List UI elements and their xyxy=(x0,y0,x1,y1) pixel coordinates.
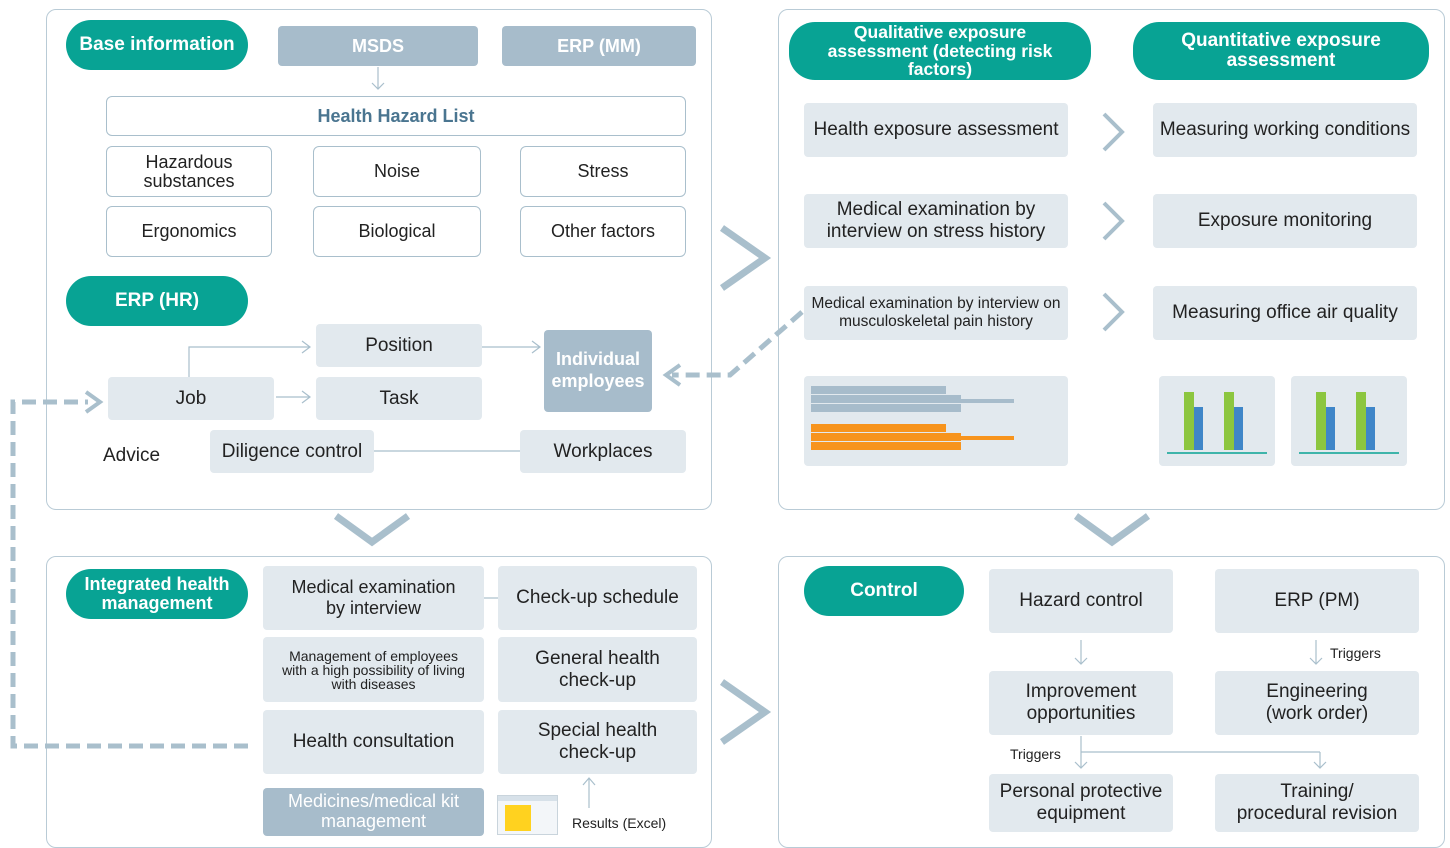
health-hazard-list: Health Hazard List xyxy=(106,96,686,136)
hazard-biological: Biological xyxy=(313,206,481,257)
qualitative-item-musculoskeletal-interview: Medical examination by interview on musc… xyxy=(804,286,1068,340)
medicines-kit-box: Medicines/medical kit management xyxy=(263,788,484,836)
hazard-hazardous-substances: Hazardous substances xyxy=(106,146,272,197)
chevron-down-icon xyxy=(1073,513,1151,547)
improvement-opportunities-box: Improvement opportunities xyxy=(989,671,1173,735)
quantitative-item-working-conditions: Measuring working conditions xyxy=(1153,103,1417,157)
column-chart-thumbnail-2 xyxy=(1291,376,1407,466)
hazard-ergonomics: Ergonomics xyxy=(106,206,272,257)
erp-mm-box: ERP (MM) xyxy=(502,26,696,66)
position-box: Position xyxy=(316,324,482,367)
column-chart-icon xyxy=(1299,392,1399,454)
workplaces-box: Workplaces xyxy=(520,430,686,473)
job-box: Job xyxy=(108,377,274,420)
special-checkup-box: Special health check-up xyxy=(498,710,697,774)
erp-pm-box: ERP (PM) xyxy=(1215,569,1419,633)
health-management-title: Integrated health management xyxy=(66,569,248,619)
individual-employees-box: Individual employees xyxy=(544,330,652,412)
chevron-down-icon xyxy=(333,513,411,547)
triggers-label-right: Triggers xyxy=(1330,645,1381,661)
hazard-noise: Noise xyxy=(313,146,481,197)
excel-file-icon xyxy=(497,795,558,835)
checkup-schedule-box: Check-up schedule xyxy=(498,566,697,630)
bar-chart-thumbnail xyxy=(804,376,1068,466)
hazard-stress: Stress xyxy=(520,146,686,197)
hazard-control-box: Hazard control xyxy=(989,569,1173,633)
control-title: Control xyxy=(804,566,964,616)
chevron-right-icon xyxy=(719,679,772,745)
diligence-control-box: Diligence control xyxy=(210,430,374,473)
column-chart-icon xyxy=(1167,392,1267,454)
high-possibility-box: Management of employees with a high poss… xyxy=(263,637,484,702)
horizontal-bar-chart-icon xyxy=(811,386,1014,450)
qualitative-assessment-title: Qualitative exposure assessment (detecti… xyxy=(789,22,1091,80)
training-revision-box: Training/ procedural revision xyxy=(1215,774,1419,832)
base-information-title: Base information xyxy=(66,20,248,70)
task-box: Task xyxy=(316,377,482,420)
ppe-box: Personal protective equipment xyxy=(989,774,1173,832)
quantitative-assessment-title: Quantitative exposure assessment xyxy=(1133,22,1429,80)
quantitative-item-office-air: Measuring office air quality xyxy=(1153,286,1417,340)
exam-by-interview-box: Medical examination by interview xyxy=(263,566,484,630)
msds-box: MSDS xyxy=(278,26,478,66)
column-chart-thumbnail-1 xyxy=(1159,376,1275,466)
qualitative-item-health-exposure: Health exposure assessment xyxy=(804,103,1068,157)
base-information-panel xyxy=(46,9,712,510)
general-checkup-box: General health check-up xyxy=(498,637,697,702)
hazard-other-factors: Other factors xyxy=(520,206,686,257)
health-consultation-box: Health consultation xyxy=(263,710,484,774)
results-excel-label: Results (Excel) xyxy=(572,815,667,831)
qualitative-item-stress-interview: Medical examination by interview on stre… xyxy=(804,194,1068,248)
quantitative-item-exposure-monitoring: Exposure monitoring xyxy=(1153,194,1417,248)
triggers-label-left: Triggers xyxy=(1010,746,1061,762)
advice-label: Advice xyxy=(103,445,161,466)
chevron-right-icon xyxy=(719,225,772,291)
erp-hr-title: ERP (HR) xyxy=(66,276,248,326)
engineering-work-order-box: Engineering (work order) xyxy=(1215,671,1419,735)
